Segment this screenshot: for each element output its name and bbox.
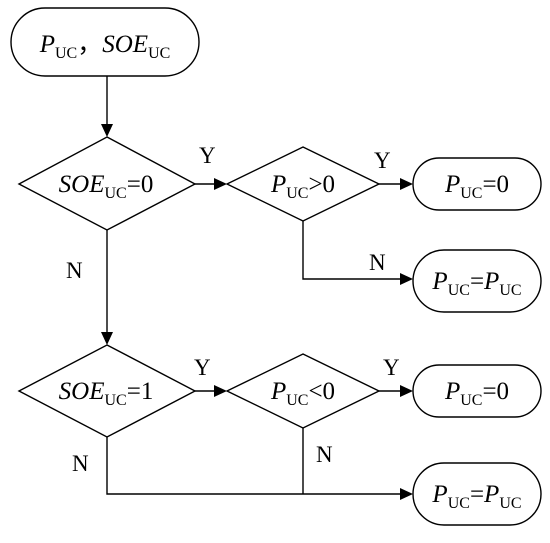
result-keep-bottom-label: PUC=PUC xyxy=(431,481,521,512)
arrowhead-soe-zero-yes xyxy=(214,178,227,190)
subscript-text: UC xyxy=(499,282,521,299)
arrowhead-start-to-soe-zero xyxy=(101,124,113,137)
label-text: = xyxy=(470,481,484,508)
decision-soe-one-label: SOEUC=1 xyxy=(59,378,154,409)
result-zero-bottom xyxy=(412,364,542,418)
label-text: P xyxy=(270,378,286,405)
result-keep-top-label: PUC=PUC xyxy=(431,268,521,299)
label-text: SOE xyxy=(59,378,105,405)
edge-soe-one-no xyxy=(106,437,402,495)
arrowhead-p-positive-yes xyxy=(400,178,413,190)
decision-p-positive-label: PUC>0 xyxy=(270,171,335,202)
subscript-text: UC xyxy=(460,392,482,409)
label-p-positive-yes: Y xyxy=(374,148,391,173)
label-text: =0 xyxy=(127,171,154,198)
arrowhead-soe-one-yes xyxy=(214,385,227,397)
label-soe-one-yes: Y xyxy=(194,355,211,380)
label-text: P xyxy=(431,481,447,508)
decision-soe-one xyxy=(17,344,197,438)
arrowhead-p-positive-no xyxy=(400,273,413,285)
subscript-text: UC xyxy=(286,392,308,409)
subscript-text: UC xyxy=(148,45,170,62)
label-p-negative-no: N xyxy=(316,442,333,467)
label-soe-zero-no: N xyxy=(66,258,83,283)
result-keep-top xyxy=(412,249,542,313)
label-text: =0 xyxy=(482,171,509,198)
start-node xyxy=(10,7,200,77)
label-soe-one-no: N xyxy=(72,451,89,476)
decision-p-positive xyxy=(225,146,381,222)
label-text: P xyxy=(431,268,447,295)
label-text: >0 xyxy=(308,171,335,198)
subscript-text: UC xyxy=(448,282,470,299)
subscript-text: UC xyxy=(104,185,126,202)
decision-soe-zero xyxy=(17,136,197,231)
arrowhead-soe-zero-no xyxy=(101,332,113,345)
subscript-text: UC xyxy=(460,185,482,202)
label-text: =0 xyxy=(482,378,509,405)
subscript-text: UC xyxy=(55,45,77,62)
label-p-negative-yes: Y xyxy=(383,355,400,380)
decision-soe-zero-label: SOEUC=0 xyxy=(59,171,154,202)
label-text: = xyxy=(470,268,484,295)
subscript-text: UC xyxy=(499,495,521,512)
decision-p-negative xyxy=(225,353,381,429)
result-zero-bottom-label: PUC=0 xyxy=(444,378,509,409)
label-text: =1 xyxy=(127,378,154,405)
label-text: P xyxy=(444,378,460,405)
edge-p-positive-no xyxy=(302,221,402,280)
arrowhead-keep-bottom xyxy=(400,488,413,500)
decision-p-negative-label: PUC<0 xyxy=(270,378,335,409)
label-text: P xyxy=(270,171,286,198)
arrowhead-p-negative-yes xyxy=(400,385,413,397)
start-node-label: PUC，SOEUC xyxy=(39,31,171,62)
label-text: P xyxy=(39,31,55,58)
subscript-text: UC xyxy=(104,392,126,409)
label-text: P xyxy=(483,268,499,295)
result-zero-top xyxy=(412,157,542,211)
subscript-text: UC xyxy=(448,495,470,512)
label-text: P xyxy=(483,481,499,508)
label-text: ， xyxy=(77,31,102,58)
label-text: <0 xyxy=(308,378,335,405)
label-text: SOE xyxy=(102,31,148,58)
label-text: SOE xyxy=(59,171,105,198)
label-soe-zero-yes: Y xyxy=(199,143,216,168)
subscript-text: UC xyxy=(286,185,308,202)
label-p-positive-no: N xyxy=(369,250,386,275)
label-text: P xyxy=(444,171,460,198)
result-zero-top-label: PUC=0 xyxy=(444,171,509,202)
